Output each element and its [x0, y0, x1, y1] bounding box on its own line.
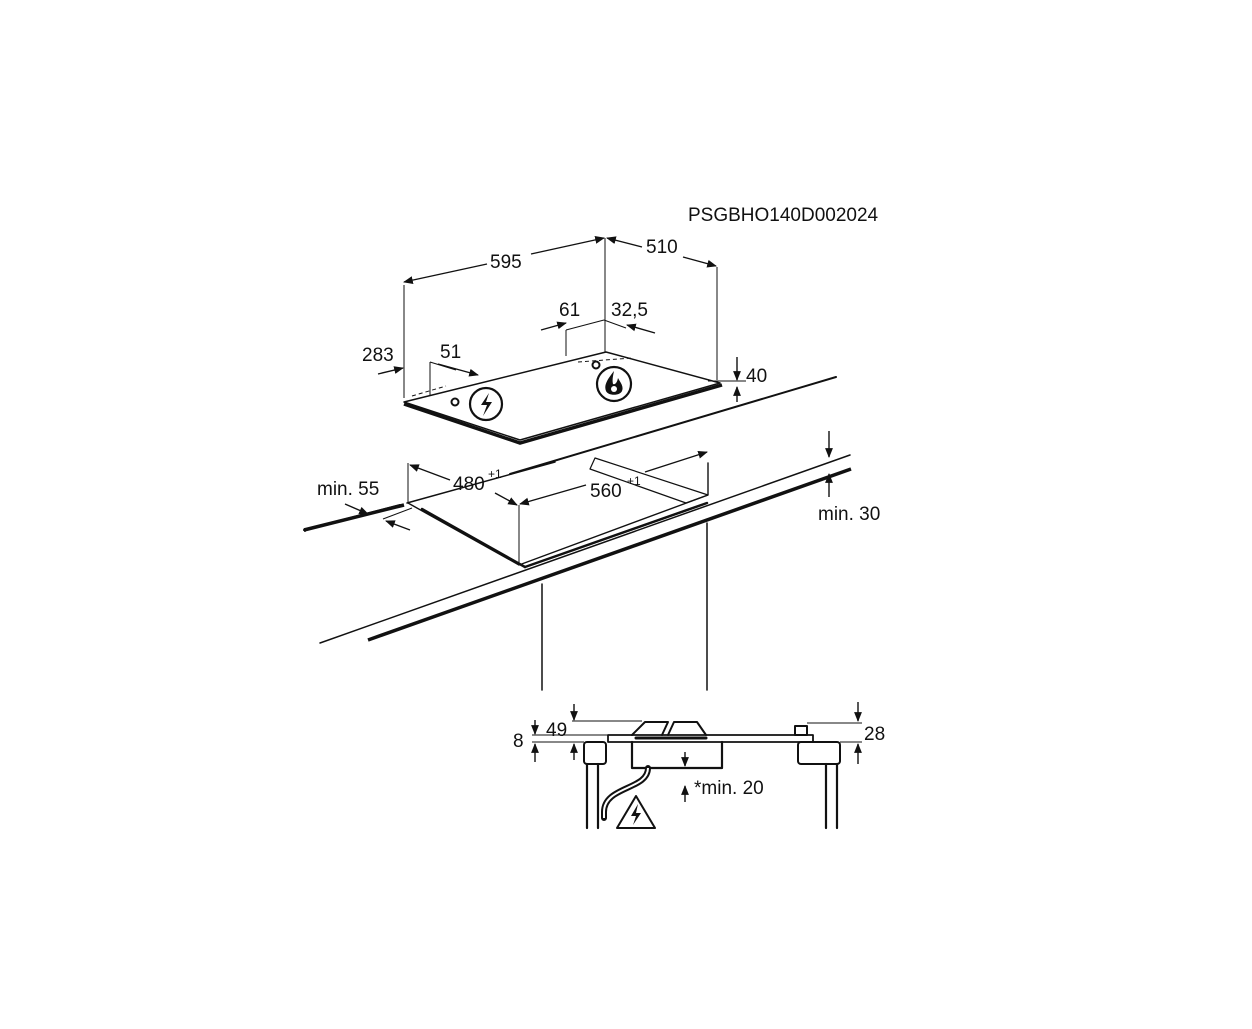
dim-min-20-label: *min. 20 [694, 778, 764, 799]
dim-595-label: 595 [490, 252, 522, 273]
dim-480-tolerance: +1 [488, 467, 502, 481]
hob-edge-line [603, 319, 627, 329]
dim-510-label: 510 [646, 237, 678, 258]
dim-560: 560 +1 [519, 450, 708, 506]
document-code: PSGBHO140D002024 [688, 205, 879, 226]
hob-front-edge [403, 383, 723, 445]
dim-560-tolerance: +1 [627, 474, 641, 488]
dim-min-20: *min. 20 [660, 741, 764, 802]
dim-61-label: 61 [559, 300, 580, 321]
dim-min-30: min. 30 [818, 431, 880, 525]
hob-drawing [403, 319, 723, 445]
gas-inlet [591, 360, 601, 370]
dim-8-label: 8 [513, 731, 524, 752]
dim-min-55-label: min. 55 [317, 479, 379, 500]
hob-edge-line [565, 319, 605, 331]
gas-connection-icon [595, 365, 633, 403]
dim-510: 510 [606, 236, 718, 380]
electric-connection-icon [468, 386, 504, 422]
dim-480-label: 480 [453, 474, 485, 495]
dim-section-left: 49 8 [513, 704, 642, 762]
electric-warning-icon [616, 795, 656, 829]
worktop-drawing [303, 376, 852, 691]
electric-inlet [450, 397, 460, 407]
dim-283-label: 283 [362, 345, 394, 366]
hob-top-surface [403, 351, 721, 441]
dim-40: 40 [708, 357, 767, 402]
dim-595: 595 [403, 236, 606, 398]
dim-min-30-label: min. 30 [818, 504, 880, 525]
dim-560-label: 560 [590, 481, 622, 502]
dim-32-5-label: 32,5 [611, 300, 648, 321]
dim-28-label: 28 [864, 724, 885, 745]
dim-gas-offsets: 61 32,5 [540, 300, 656, 334]
hob-dash [411, 385, 447, 397]
dim-40-label: 40 [746, 366, 767, 387]
dim-49-label: 49 [546, 720, 567, 741]
dim-section-right: 28 [807, 702, 885, 764]
section-drawing [583, 721, 841, 830]
hob-dash [577, 357, 633, 363]
dim-electric-offsets: 283 51 [362, 342, 479, 377]
dim-480: 480 +1 [409, 464, 518, 506]
dim-51-label: 51 [440, 342, 461, 363]
dim-min-55: min. 55 [317, 479, 413, 531]
